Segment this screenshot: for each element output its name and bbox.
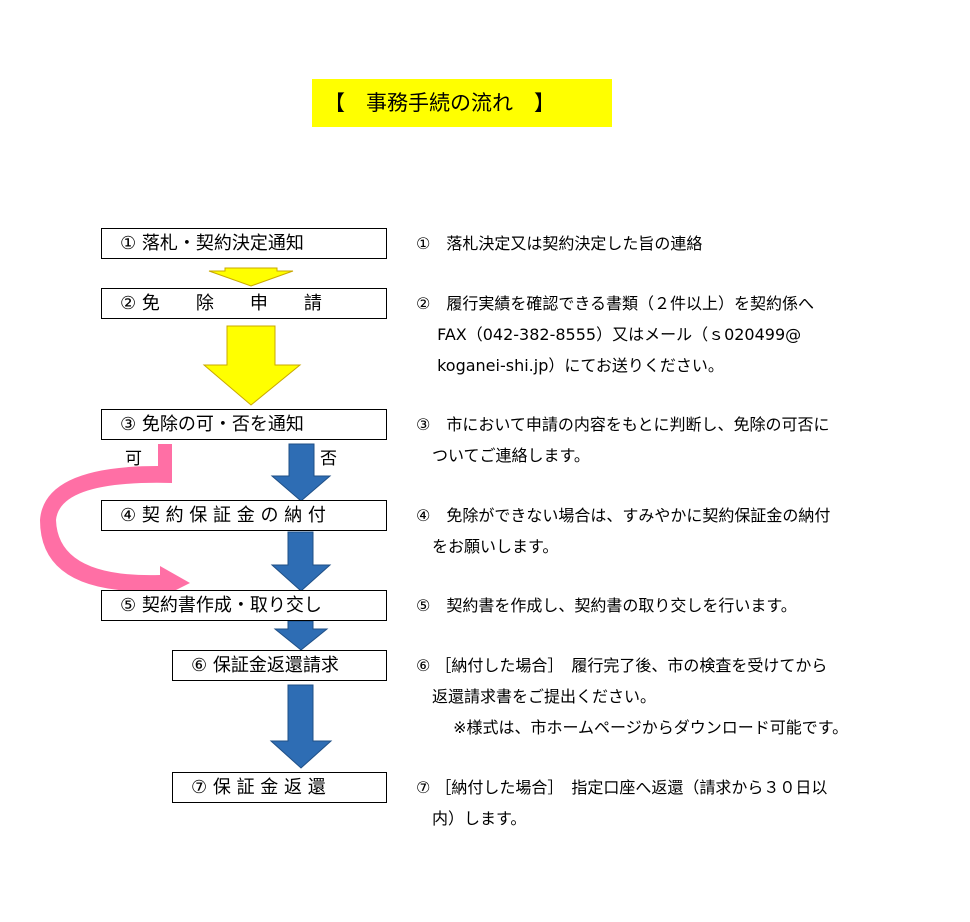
step-2-box: ② 免 除 申 請	[101, 288, 387, 319]
arrow-step2-to-step3	[202, 325, 302, 406]
step-1-box: ① 落札・契約決定通知	[101, 228, 387, 259]
arrow-step6-to-step7	[269, 684, 333, 769]
arrow-step5-to-step6	[273, 620, 329, 651]
step-5-box: ⑤ 契約書作成・取り交し	[101, 590, 387, 621]
description-3: ③ 市において申請の内容をもとに判断し、免除の可否に ついてご連絡します。	[416, 415, 830, 465]
step-7-box: ⑦ 保 証 金 返 還	[172, 772, 387, 803]
description-1: ① 落札決定又は契約決定した旨の連絡	[416, 234, 703, 253]
description-6: ⑥ ［納付した場合］ 履行完了後、市の検査を受けてから 返還請求書をご提出くださ…	[416, 656, 849, 737]
page-title: 【 事務手続の流れ 】	[312, 79, 612, 127]
branch-yes-label: 可	[125, 449, 142, 469]
description-7: ⑦ ［納付した場合］ 指定口座へ返還（請求から３０日以 内）します。	[416, 778, 828, 828]
step-4-box: ④ 契 約 保 証 金 の 納 付	[101, 500, 387, 531]
description-2: ② 履行実績を確認できる書類（２件以上）を契約係へ FAX（042-382-85…	[416, 294, 815, 375]
description-4: ④ 免除ができない場合は、すみやかに契約保証金の納付 をお願いします。	[416, 506, 831, 556]
arrow-approve-path	[40, 444, 190, 598]
arrow-step4-to-step5	[270, 531, 332, 592]
description-5: ⑤ 契約書を作成し、契約書の取り交しを行います。	[416, 596, 797, 615]
branch-no-label: 否	[320, 449, 337, 469]
arrow-step1-to-step2	[208, 267, 294, 287]
step-6-box: ⑥ 保証金返還請求	[172, 650, 387, 681]
arrow-deny-to-step4	[270, 443, 332, 502]
step-3-box: ③ 免除の可・否を通知	[101, 409, 387, 440]
